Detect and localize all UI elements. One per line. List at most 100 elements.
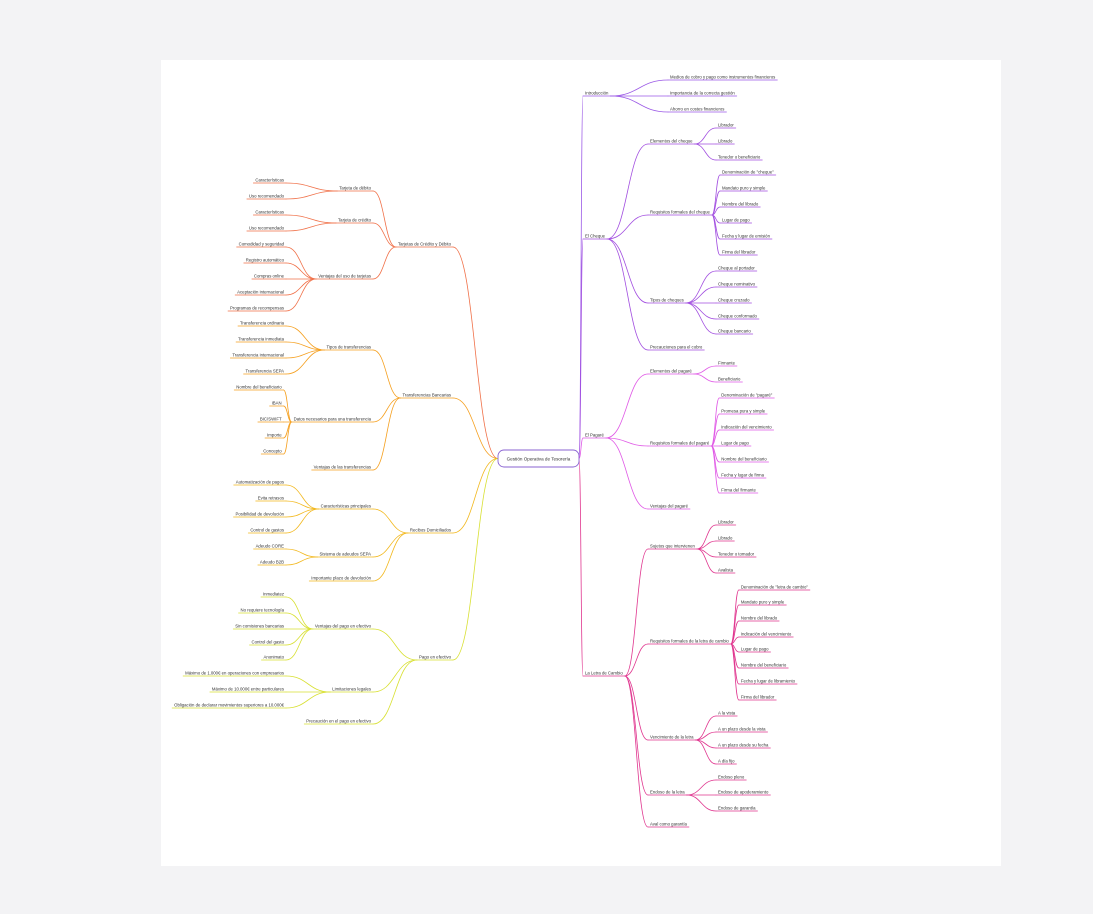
leaf-nombre-del-beneficiario[interactable]: Nombre del beneficiario bbox=[236, 384, 282, 389]
leaf-a-un-plazo-desde-su-fecha[interactable]: A un plazo desde su fecha bbox=[718, 742, 769, 747]
node-caracteristicas-principales[interactable]: Características principales bbox=[321, 503, 371, 508]
node-importante-plazo-de-devolucion[interactable]: Importante plazo de devolución bbox=[311, 575, 371, 580]
leaf-importe[interactable]: Importe bbox=[267, 432, 282, 437]
node-requisitos-formales-del-pagare[interactable]: Requisitos formales del pagaré bbox=[650, 440, 710, 445]
node-tarjeta-de-credito[interactable]: Tarjeta de crédito bbox=[338, 217, 372, 222]
leaf-iban[interactable]: IBAN bbox=[272, 400, 282, 405]
leaf-cheque-conformado[interactable]: Cheque conformado bbox=[718, 313, 758, 318]
leaf-tenedor-o-beneficiario[interactable]: Tenedor o beneficiario bbox=[718, 154, 761, 159]
leaf-compras-online[interactable]: Compras online bbox=[254, 273, 285, 278]
leaf-automatizacion-de-pagos[interactable]: Automatización de pagos bbox=[236, 479, 284, 484]
leaf-indicacion-del-vencimiento[interactable]: Indicación del vencimiento bbox=[741, 631, 792, 636]
leaf-denominacion-de-letra-de-cambio[interactable]: Denominación de "letra de cambio" bbox=[741, 584, 809, 589]
leaf-indicacion-del-vencimiento[interactable]: Indicación del vencimiento bbox=[721, 424, 772, 429]
leaf-sin-comisiones-bancarias[interactable]: Sin comisiones bancarias bbox=[235, 623, 284, 628]
leaf-uso-recomendado[interactable]: Uso recomendado bbox=[249, 193, 285, 198]
node-tarjetas-de-credito-y-debito[interactable]: Tarjetas de Crédito y Débito bbox=[398, 241, 452, 246]
leaf-cheque-al-portador[interactable]: Cheque al portador bbox=[718, 265, 755, 270]
node-vencimiento-de-la-letra[interactable]: Vencimiento de la letra bbox=[650, 734, 694, 739]
leaf-librado[interactable]: Librado bbox=[718, 138, 733, 143]
leaf-beneficiario[interactable]: Beneficiario bbox=[718, 376, 741, 381]
leaf-anonimato[interactable]: Anonimato bbox=[263, 654, 284, 659]
leaf-transferencia-sepa[interactable]: Transferencia SEPA bbox=[246, 368, 285, 373]
leaf-adeudo-core[interactable]: Adeudo CORE bbox=[256, 543, 285, 548]
node-aval-como-garantia[interactable]: Aval como garantía bbox=[650, 821, 688, 826]
leaf-cheque-cruzado[interactable]: Cheque cruzado bbox=[718, 297, 750, 302]
leaf-control-del-gasto[interactable]: Control del gasto bbox=[252, 639, 285, 644]
node-precauciones-para-el-cobro[interactable]: Precauciones para el cobro bbox=[650, 344, 703, 349]
node-ventajas-del-uso-de-tarjetas[interactable]: Ventajas del uso de tarjetas bbox=[318, 273, 371, 278]
leaf-cheque-bancario[interactable]: Cheque bancario bbox=[718, 328, 751, 333]
node-transferencias-bancarias[interactable]: Transferencias Bancarias bbox=[402, 392, 451, 397]
leaf-promesa-pura-y-simple[interactable]: Promesa pura y simple bbox=[721, 408, 766, 413]
leaf-mandato-puro-y-simple[interactable]: Mandato puro y simple bbox=[741, 599, 785, 604]
leaf-bic-swift[interactable]: BIC/SWIFT bbox=[260, 416, 282, 421]
leaf-a-un-plazo-desde-la-vista[interactable]: A un plazo desde la vista bbox=[718, 726, 766, 731]
node-recibos-domiciliados[interactable]: Recibos Domiciliados bbox=[410, 527, 451, 532]
leaf-obligacion-de-declarar-movimientos-superiores-a-10-000[interactable]: Obligación de declarar movimientos super… bbox=[174, 702, 284, 707]
leaf-avalista[interactable]: Avalista bbox=[718, 567, 734, 572]
leaf-inmediatez[interactable]: Inmediatez bbox=[263, 591, 284, 596]
leaf-programas-de-recompensas[interactable]: Programas de recompensas bbox=[230, 305, 284, 310]
leaf-comodidad-y-seguridad[interactable]: Comodidad y seguridad bbox=[239, 241, 285, 246]
node-ahorro-en-costes-financieros[interactable]: Ahorro en costes financieros bbox=[670, 106, 724, 111]
leaf-maximo-de-1-000-en-operaciones-con-empresarios[interactable]: Máximo de 1.000€ en operaciones con empr… bbox=[185, 670, 284, 675]
leaf-librador[interactable]: Librador bbox=[718, 519, 734, 524]
leaf-no-requiere-tecnologia[interactable]: No requiere tecnología bbox=[241, 607, 285, 612]
leaf-endoso-de-garantia[interactable]: Endoso de garantía bbox=[718, 805, 756, 810]
leaf-mandato-puro-y-simple[interactable]: Mandato puro y simple bbox=[722, 185, 766, 190]
leaf-posibilidad-de-devolucion[interactable]: Posibilidad de devolución bbox=[236, 511, 285, 516]
node-tipos-de-transferencias[interactable]: Tipos de transferencias bbox=[326, 344, 371, 349]
leaf-lugar-de-pago[interactable]: Lugar de pago bbox=[741, 646, 769, 651]
leaf-fecha-y-lugar-de-libramiento[interactable]: Fecha y lugar de libramiento bbox=[741, 678, 796, 683]
node-requisitos-formales-del-cheque[interactable]: Requisitos formales del cheque bbox=[650, 209, 711, 214]
leaf-nombre-del-librado[interactable]: Nombre del librado bbox=[741, 615, 778, 620]
leaf-fecha-y-lugar-de-emision[interactable]: Fecha y lugar de emisión bbox=[722, 233, 771, 238]
leaf-concepto[interactable]: Concepto bbox=[263, 448, 282, 453]
leaf-caracteristicas[interactable]: Características bbox=[255, 209, 284, 214]
node-ventajas-de-las-transferencias[interactable]: Ventajas de las transferencias bbox=[314, 464, 371, 469]
leaf-lugar-de-pago[interactable]: Lugar de pago bbox=[721, 440, 749, 445]
leaf-nombre-del-beneficiario[interactable]: Nombre del beneficiario bbox=[741, 662, 787, 667]
leaf-firma-del-librador[interactable]: Firma del librador bbox=[722, 249, 756, 254]
leaf-endoso-de-apoderamiento[interactable]: Endoso de apoderamiento bbox=[718, 789, 769, 794]
node-requisitos-formales-de-la-letra-de-cambio[interactable]: Requisitos formales de la letra de cambi… bbox=[650, 638, 729, 643]
leaf-librado[interactable]: Librado bbox=[718, 535, 733, 540]
root-node-box[interactable] bbox=[497, 449, 580, 468]
node-elementos-del-pagare[interactable]: Elementos del pagaré bbox=[650, 368, 692, 373]
leaf-a-dia-fijo[interactable]: A día fijo bbox=[718, 758, 735, 763]
node-la-letra-de-cambio[interactable]: La Letra de Cambio bbox=[585, 670, 623, 675]
node-importancia-de-la-correcta-gestion[interactable]: Importancia de la correcta gestión bbox=[670, 90, 735, 95]
node-sujetos-que-intervienen[interactable]: Sujetos que intervienen bbox=[650, 543, 696, 548]
leaf-maximo-de-10-000-entre-particulares[interactable]: Máximo de 10.000€ entre particulares bbox=[212, 686, 284, 691]
node-pago-en-efectivo[interactable]: Pago en efectivo bbox=[419, 654, 452, 659]
leaf-fecha-y-lugar-de-firma[interactable]: Fecha y lugar de firma bbox=[721, 472, 764, 477]
leaf-caracteristicas[interactable]: Características bbox=[255, 177, 284, 182]
leaf-evita-retrasos[interactable]: Evita retrasos bbox=[258, 495, 284, 500]
node-precaucion-en-el-pago-en-efectivo[interactable]: Precaución en el pago en efectivo bbox=[306, 718, 371, 723]
node-introduccion[interactable]: Introducción bbox=[585, 90, 609, 95]
node-limitaciones-legales[interactable]: Limitaciones legales bbox=[332, 686, 371, 691]
leaf-aceptacion-internacional[interactable]: Aceptación internacional bbox=[237, 289, 284, 294]
leaf-librador[interactable]: Librador bbox=[718, 122, 734, 127]
leaf-denominacion-de-pagare[interactable]: Denominación de "pagaré" bbox=[721, 392, 773, 397]
leaf-transferencia-internacional[interactable]: Transferencia internacional bbox=[232, 352, 284, 357]
leaf-endoso-pleno[interactable]: Endoso pleno bbox=[718, 774, 745, 779]
node-medios-de-cobro-y-pago-como-instrumentos-financieros[interactable]: Medios de cobro y pago como instrumentos… bbox=[670, 74, 775, 79]
leaf-a-la-vista[interactable]: A la vista bbox=[718, 710, 736, 715]
leaf-lugar-de-pago[interactable]: Lugar de pago bbox=[722, 217, 750, 222]
leaf-transferencia-ordinaria[interactable]: Transferencia ordinaria bbox=[240, 320, 285, 325]
node-el-pagare[interactable]: El Pagaré bbox=[585, 432, 604, 437]
node-endoso-de-la-letra[interactable]: Endoso de la letra bbox=[650, 789, 685, 794]
node-ventajas-del-pagare[interactable]: Ventajas del pagaré bbox=[650, 503, 689, 508]
leaf-denominacion-de-cheque[interactable]: Denominación de "cheque" bbox=[722, 169, 774, 174]
leaf-transferencia-inmediata[interactable]: Transferencia inmediata bbox=[238, 336, 285, 341]
node-tarjeta-de-debito[interactable]: Tarjeta de débito bbox=[339, 185, 371, 190]
node-elementos-del-cheque[interactable]: Elementos del cheque bbox=[650, 138, 693, 143]
leaf-cheque-nominativo[interactable]: Cheque nominativo bbox=[718, 281, 756, 286]
leaf-registro-automatico[interactable]: Registro automático bbox=[246, 257, 285, 262]
node-ventajas-del-pago-en-efectivo[interactable]: Ventajas del pago en efectivo bbox=[315, 623, 372, 628]
leaf-nombre-del-librado[interactable]: Nombre del librado bbox=[722, 201, 759, 206]
leaf-firmante[interactable]: Firmante bbox=[718, 360, 736, 365]
leaf-tenedor-o-tomador[interactable]: Tenedor o tomador bbox=[718, 551, 755, 556]
